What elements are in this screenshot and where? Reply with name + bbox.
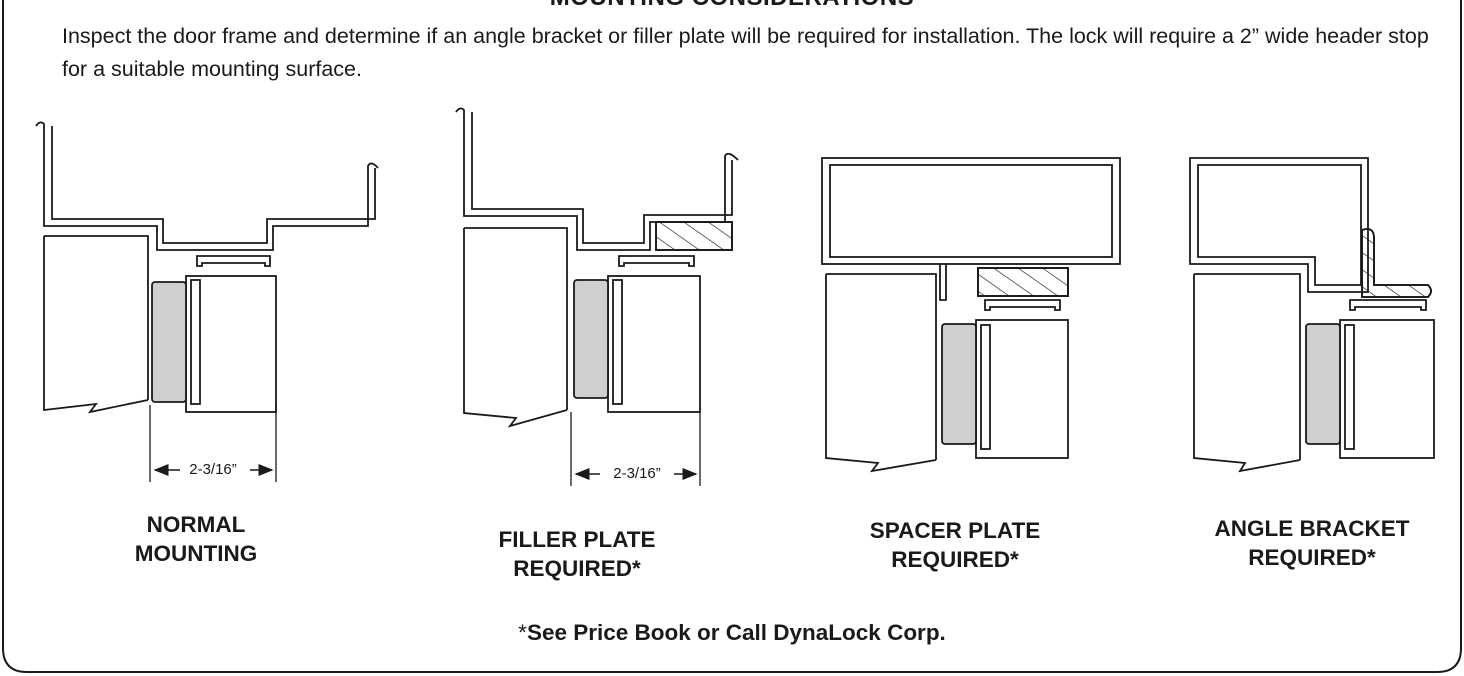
- caption-spacer-plate: SPACER PLATE REQUIRED*: [805, 516, 1105, 574]
- figure-normal-mounting: [35, 121, 379, 482]
- caption-line: NORMAL: [146, 512, 246, 537]
- footnote-text: See Price Book or Call DynaLock Corp.: [526, 620, 946, 645]
- footnote: *See Price Book or Call DynaLock Corp.: [0, 620, 1464, 646]
- figure-angle-bracket: [1189, 157, 1435, 473]
- caption-line: REQUIRED*: [1248, 545, 1376, 570]
- caption-normal-mounting: NORMAL MOUNTING: [46, 510, 346, 568]
- caption-line: MOUNTING: [134, 541, 258, 566]
- figure-spacer-plate: [821, 157, 1121, 473]
- caption-filler-plate: FILLER PLATE REQUIRED*: [427, 525, 727, 583]
- caption-line: FILLER PLATE: [498, 527, 656, 552]
- caption-line: SPACER PLATE: [869, 518, 1041, 543]
- section-heading: MOUNTING CONSIDERATIONS: [0, 0, 1464, 12]
- dimension-label-normal: 2-3/16”: [189, 461, 237, 478]
- caption-line: REQUIRED*: [513, 556, 641, 581]
- footnote-mark: *: [518, 620, 527, 645]
- caption-angle-bracket: ANGLE BRACKET REQUIRED*: [1162, 514, 1462, 572]
- figure-filler-plate: [455, 107, 739, 486]
- dimension-label-filler: 2-3/16”: [613, 465, 661, 482]
- caption-line: REQUIRED*: [891, 547, 1019, 572]
- caption-line: ANGLE BRACKET: [1214, 516, 1410, 541]
- intro-paragraph: Inspect the door frame and determine if …: [62, 24, 1429, 81]
